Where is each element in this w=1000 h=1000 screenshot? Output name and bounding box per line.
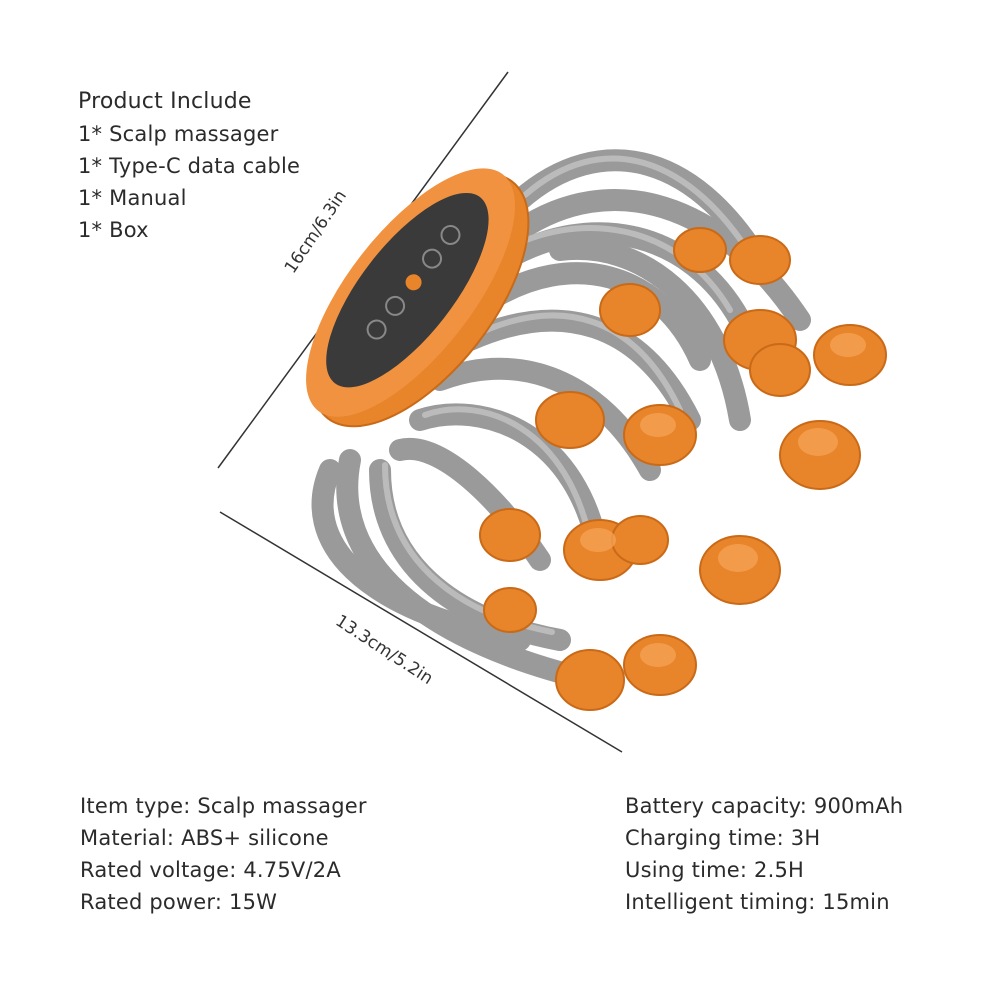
indicator-light-icon <box>405 274 422 291</box>
include-item: 1* Manual <box>78 186 187 210</box>
include-item: 1* Type-C data cable <box>78 154 301 178</box>
spec-using-time: Using time: 2.5H <box>625 858 805 882</box>
mode-icon <box>385 295 406 316</box>
speed-icon <box>422 248 443 269</box>
specs-left-column: Item type: Scalp massager Material: ABS+… <box>80 790 367 918</box>
spec-material: Material: ABS+ silicone <box>80 826 329 850</box>
specs-right-column: Battery capacity: 900mAh Charging time: … <box>625 790 903 918</box>
timer-icon <box>440 224 461 245</box>
spec-item-type: Item type: Scalp massager <box>80 794 367 818</box>
spec-intelligent-timing: Intelligent timing: 15min <box>625 890 890 914</box>
spec-rated-power: Rated power: 15W <box>80 890 278 914</box>
control-panel <box>326 192 489 388</box>
spec-charging-time: Charging time: 3H <box>625 826 821 850</box>
product-include-list: Product Include 1* Scalp massager 1* Typ… <box>78 86 300 246</box>
include-item: 1* Box <box>78 218 149 242</box>
include-item: 1* Scalp massager <box>78 122 279 146</box>
spec-rated-voltage: Rated voltage: 4.75V/2A <box>80 858 341 882</box>
spec-battery-capacity: Battery capacity: 900mAh <box>625 794 904 818</box>
scalp-massager-image <box>306 149 887 711</box>
product-include-title: Product Include <box>78 89 252 114</box>
power-icon <box>366 319 387 340</box>
width-dimension-line <box>219 511 623 753</box>
